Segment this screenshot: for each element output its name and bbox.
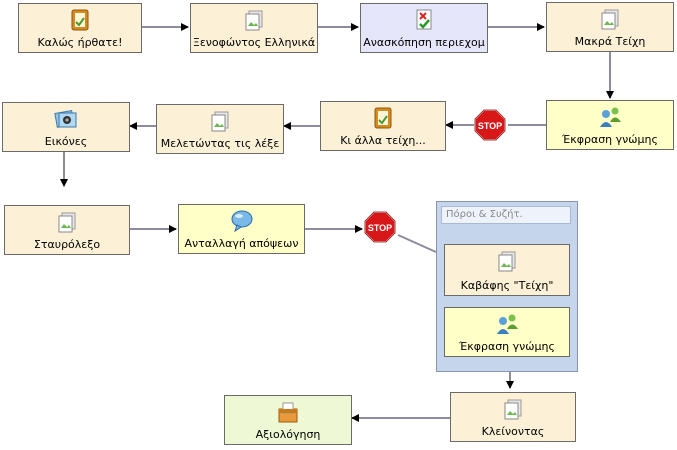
node-welcome[interactable]: Καλώς ήρθατε! [18,3,142,53]
node-label: Κλείνοντας [481,425,545,438]
node-label: Εικόνες [44,135,88,148]
inbox-icon [276,400,300,424]
node-label: Αξιολόγηση [255,428,321,441]
node-label: Έκφραση γνώμης [562,133,658,146]
node-label: Μακρά Τείχη [574,35,646,48]
node-crossword[interactable]: Σταυρόλεξο [4,205,130,255]
node-review[interactable]: Ανασκόπηση περιεχομ [360,3,488,53]
document-icon [242,8,266,32]
group-title: Πόροι & Συζήτ. [441,206,571,224]
node-label: Σταυρόλεξο [33,238,101,251]
node-label: Ανταλλαγή απόψεων [184,237,299,250]
document-icon [501,397,525,421]
stop-label: STOP [368,223,392,233]
document-icon [495,249,519,273]
node-label: Ξενοφώντος Ελληνικά [192,36,316,49]
node-label: Μελετώντας τις λέξε [160,137,280,150]
images-icon [54,107,78,131]
node-images[interactable]: Εικόνες [2,102,130,152]
node-other-walls[interactable]: Κι άλλα τείχη... [320,101,446,151]
stop-sign-icon[interactable]: STOP [364,211,396,243]
node-label: Ανασκόπηση περιεχομ [363,36,485,49]
node-opinion-2[interactable]: Έκφραση γνώμης [444,307,570,357]
node-closing[interactable]: Κλείνοντας [450,392,576,442]
node-cavafy[interactable]: Καβάφης "Τείχη" [444,244,570,296]
node-evaluation[interactable]: Αξιολόγηση [224,395,352,445]
checklist-icon [412,8,436,32]
node-exchange[interactable]: Ανταλλαγή απόψεων [178,204,305,254]
node-long-walls[interactable]: Μακρά Τείχη [546,2,674,52]
node-studying[interactable]: Μελετώντας τις λέξε [156,104,284,154]
notebook-icon [371,106,395,130]
users-icon [495,312,519,336]
node-opinion-1[interactable]: Έκφραση γνώμης [546,100,674,150]
node-label: Καβάφης "Τείχη" [460,279,554,292]
node-xenophon[interactable]: Ξενοφώντος Ελληνικά [190,3,318,53]
users-icon [598,105,622,129]
node-label: Καλώς ήρθατε! [37,36,123,49]
document-icon [598,7,622,31]
document-icon [55,210,79,234]
node-label: Έκφραση γνώμης [459,340,555,353]
node-label: Κι άλλα τείχη... [340,134,426,147]
stop-sign-icon[interactable]: STOP [474,109,506,141]
document-icon [208,109,232,133]
speech-bubble-icon [230,209,254,233]
notebook-icon [68,8,92,32]
stop-label: STOP [478,121,502,131]
